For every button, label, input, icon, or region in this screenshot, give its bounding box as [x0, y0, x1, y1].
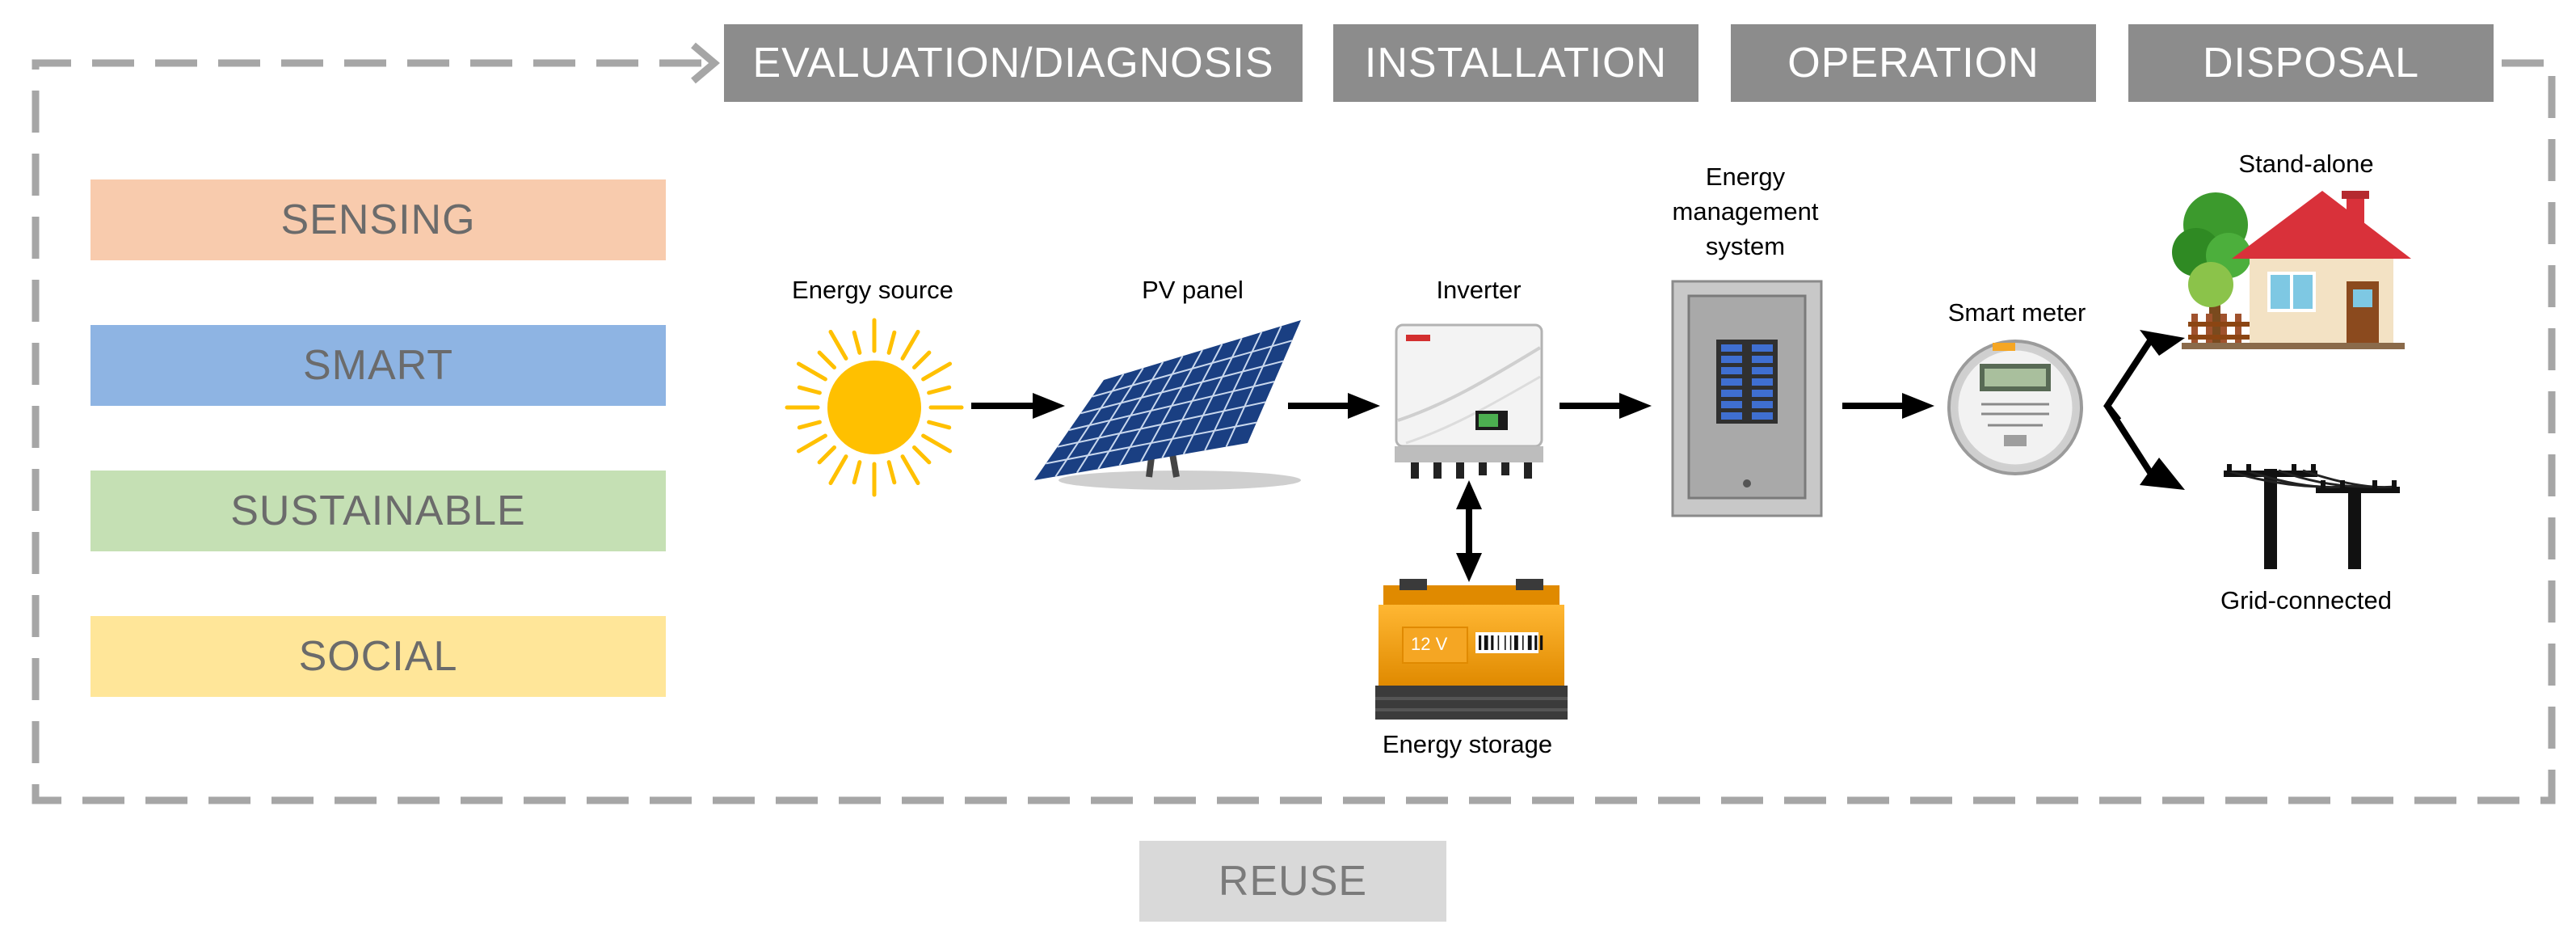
barcode-bar [1497, 635, 1500, 650]
sun-ray [911, 350, 932, 370]
sun-ray [828, 454, 848, 486]
sun-ray [900, 329, 920, 361]
label-ems-line-2: management [1672, 196, 1819, 226]
pillar-sensing: SENSING [90, 179, 666, 260]
barcode-bar [1514, 635, 1518, 650]
sun-ray [900, 454, 920, 486]
breaker-switch [1721, 356, 1742, 363]
label-energy-management-system: Energy management system [1648, 160, 1842, 264]
arrow-ems-to-meter-icon [1842, 393, 1934, 419]
sun-ray [817, 445, 837, 465]
label-ems-line-1: Energy [1705, 162, 1786, 191]
barcode-bar [1509, 635, 1512, 650]
sun-ray [828, 329, 848, 361]
sun-icon [785, 318, 964, 497]
pillar-social: SOCIAL [90, 616, 666, 697]
energy-storage-battery-icon: 12 V [1375, 579, 1568, 720]
sun-ray [817, 350, 837, 370]
sun-ray [797, 420, 822, 430]
breaker-switch [1721, 390, 1742, 397]
label-ems-line-3: system [1705, 231, 1786, 260]
pv-panel-icon [1034, 320, 1301, 490]
barcode-bar [1484, 635, 1488, 650]
pv-cell-line [1046, 421, 1257, 465]
reuse-box: REUSE [1139, 841, 1446, 922]
stage-installation: INSTALLATION [1333, 24, 1698, 102]
label-stand-alone: Stand-alone [2238, 150, 2374, 178]
barcode-bar [1491, 635, 1494, 650]
label-inverter: Inverter [1436, 276, 1522, 304]
pillar-smart: SMART [90, 325, 666, 406]
label-grid-connected: Grid-connected [2220, 586, 2392, 614]
breaker-switch [1721, 378, 1742, 386]
arrow-panel-to-inverter-icon [1288, 393, 1380, 419]
barcode-bar [1522, 635, 1524, 650]
battery-voltage-text: 12 V [1411, 634, 1448, 654]
barcode-bar [1527, 635, 1532, 650]
breaker-switch [1721, 367, 1742, 374]
sun-ray [796, 361, 827, 382]
arrow-meter-branch-icon [2103, 337, 2154, 476]
label-pv-panel: PV panel [1142, 276, 1244, 304]
pillar-sustainable: SUSTAINABLE [90, 471, 666, 551]
sun-ray [797, 385, 822, 395]
breaker-switch [1721, 412, 1742, 420]
barcode-bar [1479, 635, 1482, 650]
barcode-bar [1505, 635, 1506, 650]
sun-ray [911, 445, 932, 465]
arrow-sun-to-panel-icon [971, 393, 1065, 419]
pv-cell-line [1068, 381, 1275, 431]
loop-arrowhead [691, 42, 720, 84]
arrow-inverter-storage-bidirectional-icon [1456, 480, 1482, 582]
breaker-switch [1752, 390, 1773, 397]
sun-ray [886, 460, 897, 485]
stage-operation: OPERATION [1731, 24, 2096, 102]
label-energy-source: Energy source [792, 276, 953, 304]
breaker-switch [1752, 401, 1773, 408]
grid-power-poles-icon [2224, 464, 2400, 569]
breaker-switch [1721, 401, 1742, 408]
sun-ray [927, 385, 952, 395]
label-energy-storage: Energy storage [1382, 730, 1553, 758]
breaker-switch [1752, 344, 1773, 352]
barcode-bar [1540, 635, 1543, 650]
stage-disposal: DISPOSAL [2128, 24, 2494, 102]
breaker-switch [1752, 367, 1773, 374]
stand-alone-house-icon [2172, 191, 2411, 349]
arrow-inverter-to-ems-icon [1559, 393, 1652, 419]
smart-meter-icon [1947, 340, 2083, 475]
sun-ray [921, 361, 953, 382]
sun-ray [886, 330, 897, 355]
arrowhead-to-stand-alone-icon [2140, 330, 2185, 356]
sun-ray [796, 433, 827, 454]
sun-ray [852, 460, 862, 485]
label-smart-meter: Smart meter [1947, 298, 2086, 327]
flow-arrows [971, 330, 2185, 582]
breaker-switch [1752, 412, 1773, 420]
breaker-switch [1752, 378, 1773, 386]
energy-management-panel-icon [1671, 280, 1823, 517]
sun-ray [852, 330, 862, 355]
pv-cell-line [1080, 360, 1284, 415]
inverter-icon [1395, 323, 1543, 479]
sun-ray [921, 433, 953, 454]
pv-cell-line [1057, 401, 1266, 448]
sun-ray [927, 420, 952, 430]
breaker-switch [1721, 344, 1742, 352]
stage-evaluation-diagnosis: EVALUATION/DIAGNOSIS [724, 24, 1303, 102]
barcode-bar [1534, 635, 1538, 650]
loop-path [32, 59, 2556, 804]
breaker-switch [1752, 356, 1773, 363]
arrowhead-to-grid-icon [2140, 458, 2185, 490]
pv-cell-line [1092, 340, 1293, 398]
